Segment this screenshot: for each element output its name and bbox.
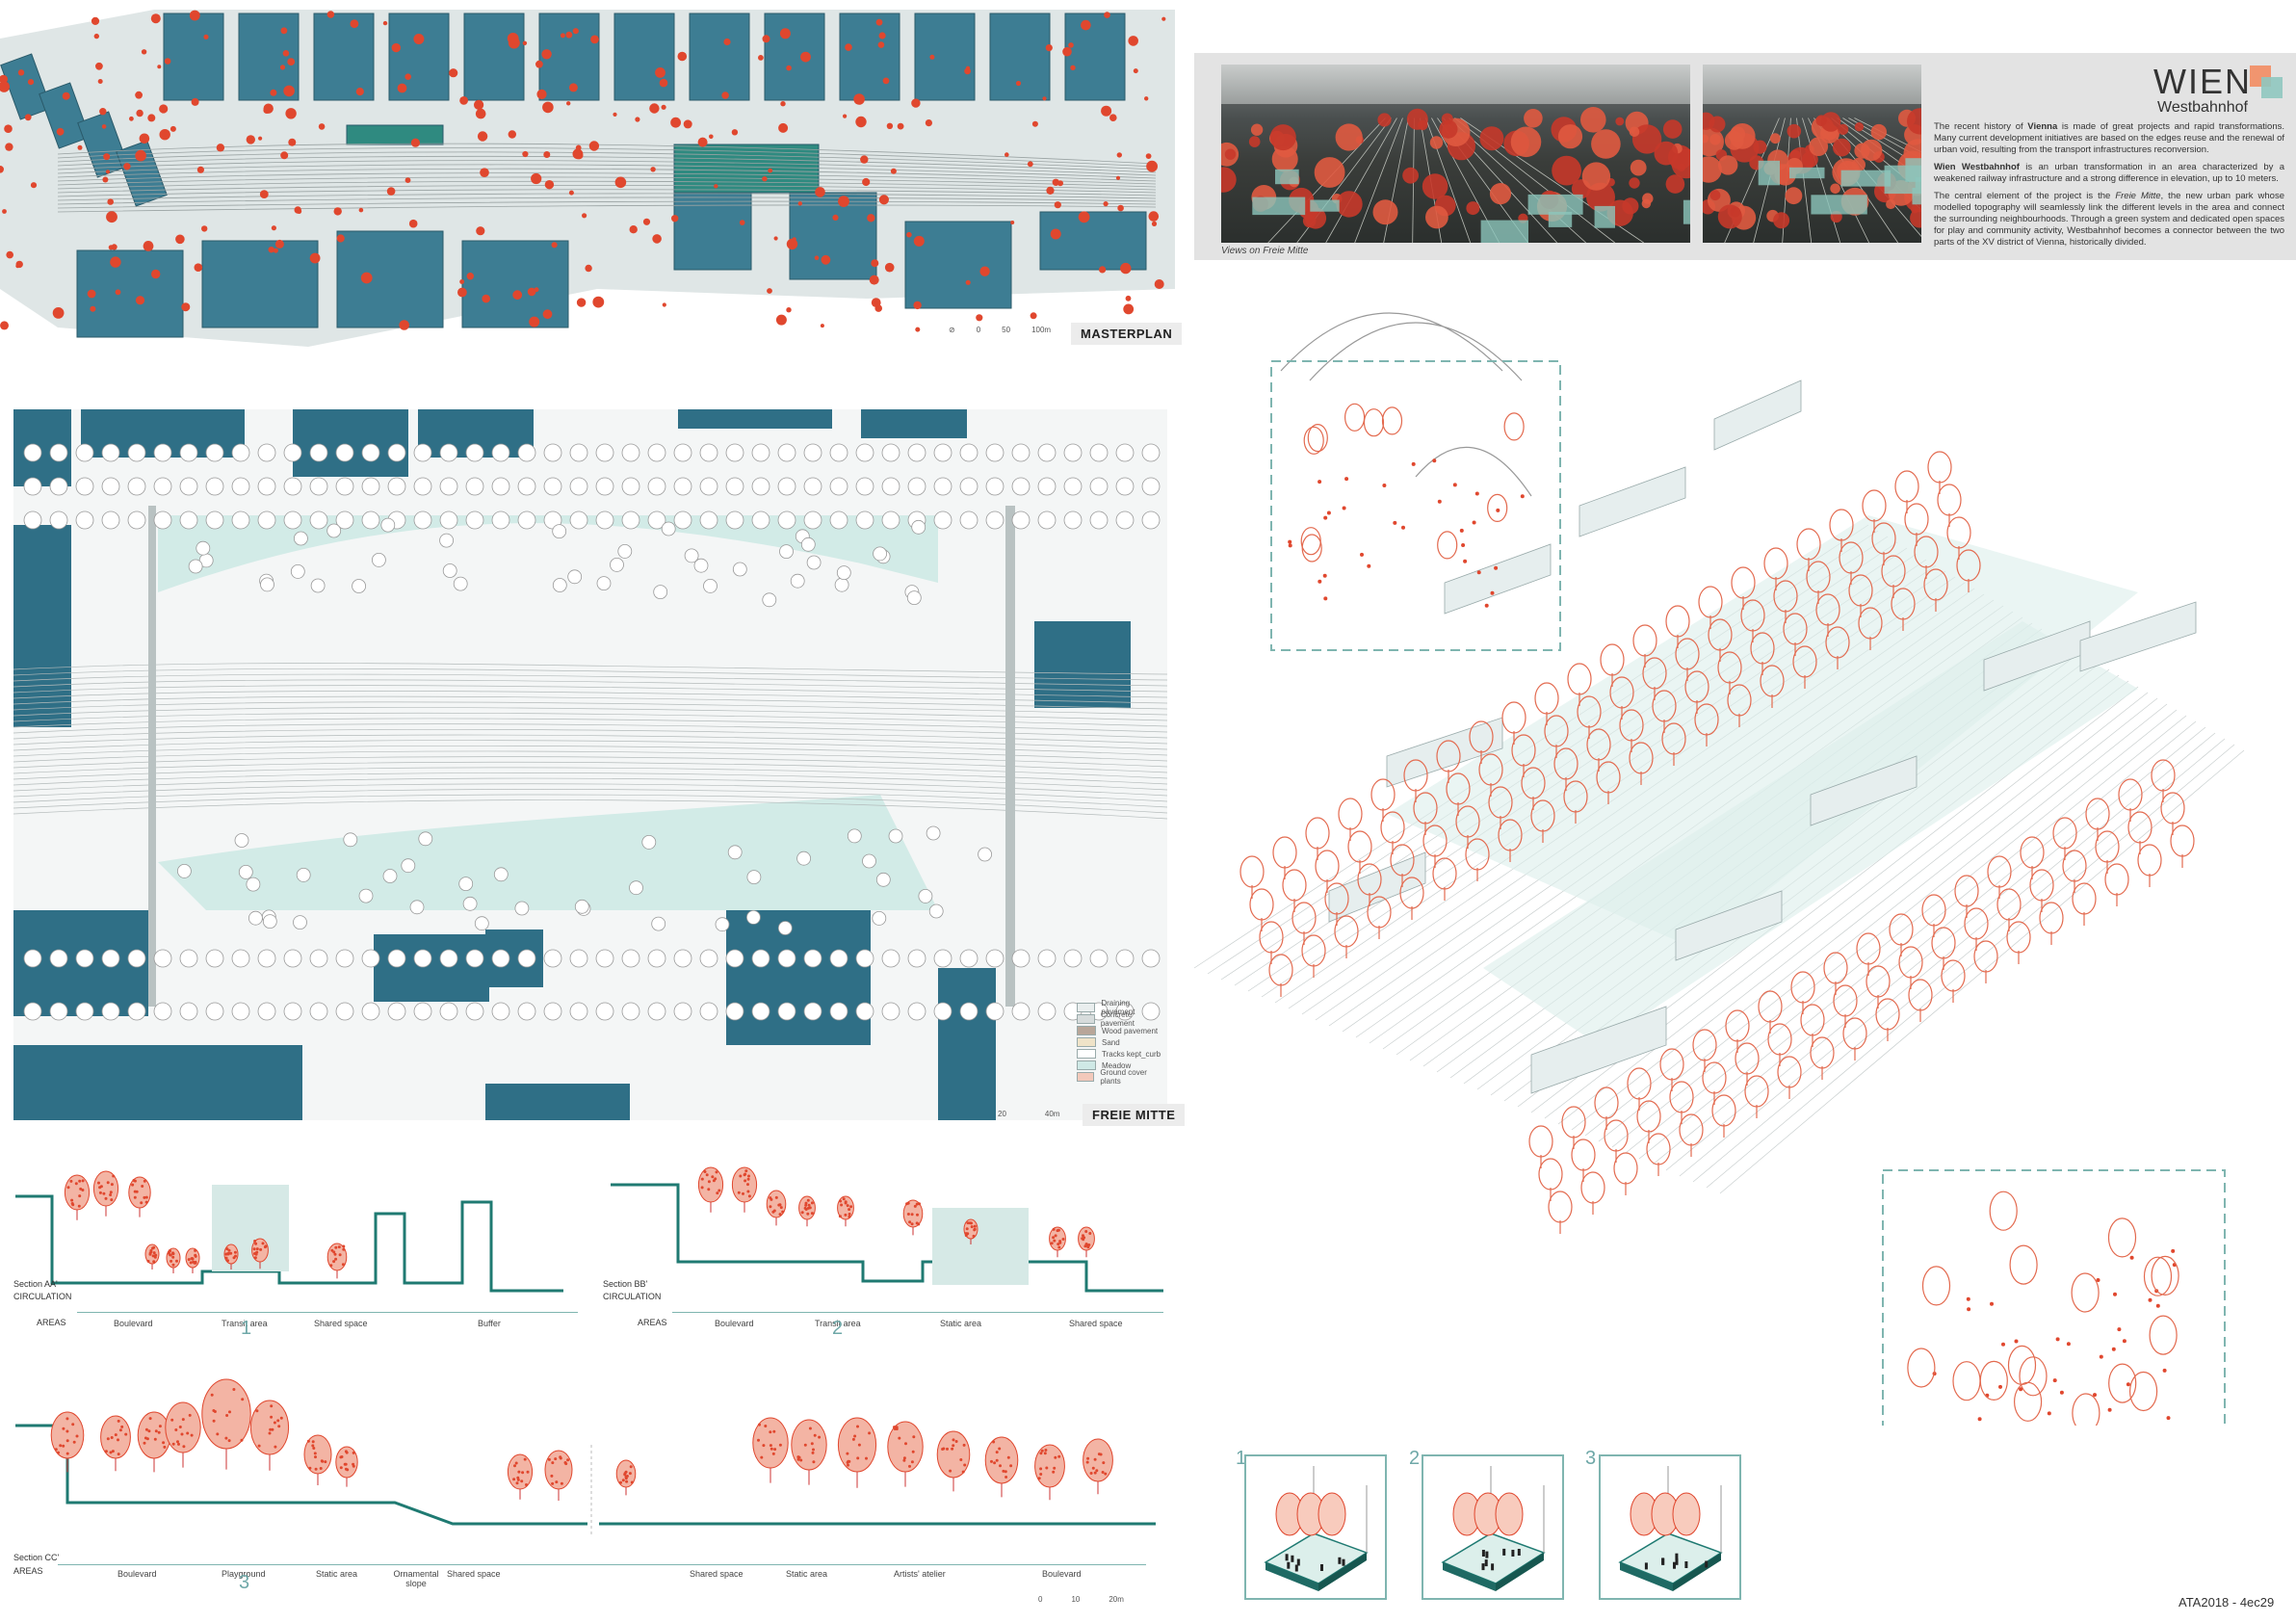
scale-tick: 50 — [1002, 326, 1011, 334]
legend-item: Concrete pavement — [1077, 1010, 1163, 1028]
section-bb-areas-label: AREAS — [638, 1318, 667, 1327]
photo-caption: Views on Freie Mitte — [1221, 246, 1309, 256]
freie-mitte-scale: 20 40m — [998, 1110, 1060, 1118]
freie-mitte-plan — [13, 409, 1168, 1122]
board-id: ATA2018 - 4ec29 — [2179, 1595, 2275, 1610]
section-bb-title: Section BB' — [603, 1279, 648, 1289]
section-aa-areas-label: AREAS — [37, 1318, 66, 1327]
section-aa-number: 1 — [241, 1318, 252, 1339]
section-cc — [10, 1368, 1165, 1536]
logo-subtitle: Westbahnhof — [2157, 99, 2248, 116]
mini-axo-1-number: 1 — [1236, 1448, 1247, 1469]
mini-axo-2 — [1422, 1454, 1564, 1600]
logo-title: WIEN — [2153, 62, 2252, 101]
legend-item: Meadow — [1077, 1060, 1163, 1071]
masterplan-drawing — [0, 0, 1175, 356]
mini-axo-1 — [1244, 1454, 1387, 1600]
intro-paragraph-2: Wien Westbahnhof is an urban transformat… — [1934, 162, 2284, 184]
section-cc-areas-label: AREAS — [13, 1566, 43, 1576]
view-photo-1 — [1221, 65, 1690, 243]
legend-item: Sand — [1077, 1036, 1163, 1048]
section-bb — [605, 1165, 1173, 1334]
north-arrow-icon: ⊘ — [949, 326, 955, 334]
freie-mitte-legend: Draining pavement Concrete pavement Wood… — [1077, 999, 1163, 1086]
section-cc-title: Section CC' — [13, 1553, 60, 1562]
logo-mark — [2250, 65, 2284, 100]
section-aa — [10, 1165, 578, 1334]
mini-axo-2-number: 2 — [1409, 1448, 1421, 1469]
masterplan-scale: ⊘ 0 50 100m — [949, 326, 1051, 334]
legend-item: Wood pavement — [1077, 1025, 1163, 1036]
section-aa-title: Section AA' — [13, 1279, 58, 1289]
section-aa-areas: Boulevard Transit area Shared space Buff… — [77, 1312, 578, 1332]
legend-item: Ground cover plants — [1077, 1068, 1163, 1086]
view-photo-2 — [1703, 65, 1921, 243]
legend-item: Tracks kept_curb — [1077, 1048, 1163, 1060]
intro-paragraph-1: The recent history of Vienna is made of … — [1934, 121, 2285, 155]
section-cc-areas: Boulevard Playground Static area Ornamen… — [58, 1564, 1146, 1588]
scale-tick: 0 — [976, 326, 981, 334]
axonometric-view — [1193, 275, 2296, 1491]
section-bb-areas: Boulevard Transit area Static area Share… — [672, 1312, 1163, 1332]
mini-axo-3-number: 3 — [1585, 1448, 1597, 1469]
masterplan-label: MASTERPLAN — [1071, 323, 1183, 345]
section-cc-number: 3 — [239, 1572, 250, 1593]
freie-mitte-label: FREIE MITTE — [1083, 1104, 1186, 1126]
scale-tick: 100m — [1031, 326, 1052, 334]
intro-paragraph-3: The central element of the project is th… — [1934, 191, 2285, 248]
section-cc-scale: 0 10 20m — [1038, 1595, 1124, 1604]
legend-item: Draining pavement — [1077, 999, 1163, 1016]
mini-axo-3 — [1599, 1454, 1741, 1600]
section-bb-circulation: CIRCULATION — [603, 1292, 662, 1301]
section-bb-number: 2 — [832, 1318, 844, 1339]
intro-text: The recent history of Vienna is made of … — [1934, 121, 2284, 254]
section-aa-circulation: CIRCULATION — [13, 1292, 72, 1301]
